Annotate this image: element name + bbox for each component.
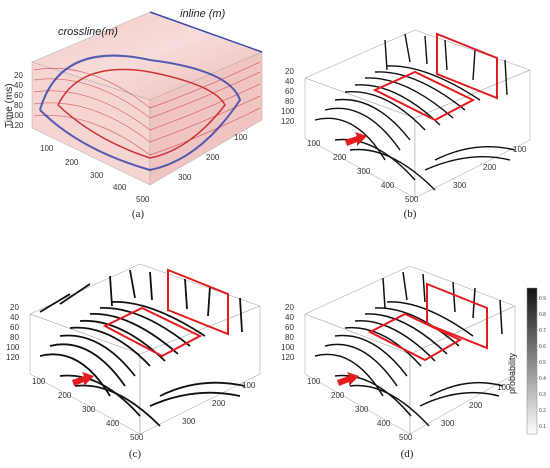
inline-axis-title: inline (m) <box>180 8 226 20</box>
crossline-tick: 100 <box>307 377 321 386</box>
inline-tick: 300 <box>441 419 455 428</box>
colorbar-scale <box>526 287 538 435</box>
inline-tick: 200 <box>206 153 220 162</box>
crossline-tick: 400 <box>381 181 395 190</box>
inline-tick: 300 <box>178 173 192 182</box>
time-tick: 100 <box>281 343 295 352</box>
time-tick: 120 <box>10 121 24 130</box>
time-tick: 80 <box>10 333 19 342</box>
crossline-tick: 200 <box>58 391 72 400</box>
crossline-tick: 300 <box>357 167 371 176</box>
inline-tick: 100 <box>513 145 527 154</box>
fault-probability-image <box>304 265 538 435</box>
crossline-tick: 200 <box>65 158 79 167</box>
inline-tick: 200 <box>483 163 497 172</box>
time-tick: 80 <box>285 97 294 106</box>
time-tick: 100 <box>10 111 24 120</box>
time-tick: 40 <box>14 81 23 90</box>
colorbar-tick: 0.2 <box>539 408 546 414</box>
crossline-tick: 400 <box>377 419 391 428</box>
crossline-tick: 100 <box>40 144 54 153</box>
inline-tick: 300 <box>453 181 467 190</box>
caption-c: (c) <box>128 448 142 460</box>
time-tick: 120 <box>6 353 20 362</box>
crossline-tick: 200 <box>333 153 347 162</box>
crossline-tick: 500 <box>130 433 144 442</box>
time-tick: 20 <box>10 303 19 312</box>
crossline-tick: 200 <box>331 391 345 400</box>
inline-tick: 200 <box>469 401 483 410</box>
caption-b: (b) <box>403 208 417 220</box>
crossline-tick: 500 <box>399 433 413 442</box>
caption-a: (a) <box>131 208 145 220</box>
colorbar-tick: 0.1 <box>539 424 546 430</box>
crossline-tick: 500 <box>405 195 419 204</box>
crossline-tick: 300 <box>90 171 104 180</box>
colorbar-tick: 0.6 <box>539 344 546 350</box>
crossline-tick: 400 <box>106 419 120 428</box>
time-tick: 80 <box>285 333 294 342</box>
colorbar-label: probability <box>507 352 517 394</box>
time-tick: 120 <box>281 353 295 362</box>
colorbar-tick: 0.9 <box>539 296 546 302</box>
time-tick: 20 <box>285 67 294 76</box>
panel-c: 20 40 60 80 100 120 100 200 300 400 500 … <box>0 234 275 468</box>
time-tick: 120 <box>281 117 295 126</box>
crossline-tick: 100 <box>307 139 321 148</box>
time-tick: 60 <box>285 87 294 96</box>
inline-tick: 100 <box>242 381 256 390</box>
time-tick: 80 <box>14 101 23 110</box>
time-tick: 40 <box>285 313 294 322</box>
panel-b: 20 40 60 80 100 120 100 200 300 400 500 … <box>275 0 550 234</box>
time-tick: 100 <box>281 107 295 116</box>
colorbar-tick: 0.3 <box>539 392 546 398</box>
time-tick: 40 <box>285 77 294 86</box>
fault-probability-image <box>304 29 531 199</box>
colorbar-tick: 0.8 <box>539 312 546 318</box>
time-tick: 100 <box>6 343 20 352</box>
caption-d: (d) <box>400 448 414 460</box>
time-tick: 20 <box>285 303 294 312</box>
colorbar-tick: 0.7 <box>539 328 546 334</box>
time-tick: 60 <box>14 91 23 100</box>
inline-tick: 200 <box>212 399 226 408</box>
inline-tick: 100 <box>497 383 511 392</box>
fault-probability-image <box>29 263 261 435</box>
panel-a: crossline(m) inline (m) Time (ms) 20 40 … <box>0 0 275 234</box>
crossline-tick: 400 <box>113 183 127 192</box>
time-tick: 20 <box>14 71 23 80</box>
inline-tick: 300 <box>182 417 196 426</box>
crossline-axis-title: crossline(m) <box>58 26 118 38</box>
crossline-tick: 100 <box>32 377 46 386</box>
crossline-tick: 300 <box>355 405 369 414</box>
time-tick: 60 <box>10 323 19 332</box>
panel-d: 20 40 60 80 100 120 100 200 300 400 500 … <box>275 234 550 468</box>
colorbar-tick: 0.4 <box>539 376 546 382</box>
time-tick: 40 <box>10 313 19 322</box>
crossline-tick: 300 <box>82 405 96 414</box>
inline-tick: 100 <box>234 133 248 142</box>
colorbar-tick: 0.5 <box>539 360 546 366</box>
crossline-tick: 500 <box>136 195 150 204</box>
seismic-volume-image <box>31 11 263 186</box>
time-tick: 60 <box>285 323 294 332</box>
